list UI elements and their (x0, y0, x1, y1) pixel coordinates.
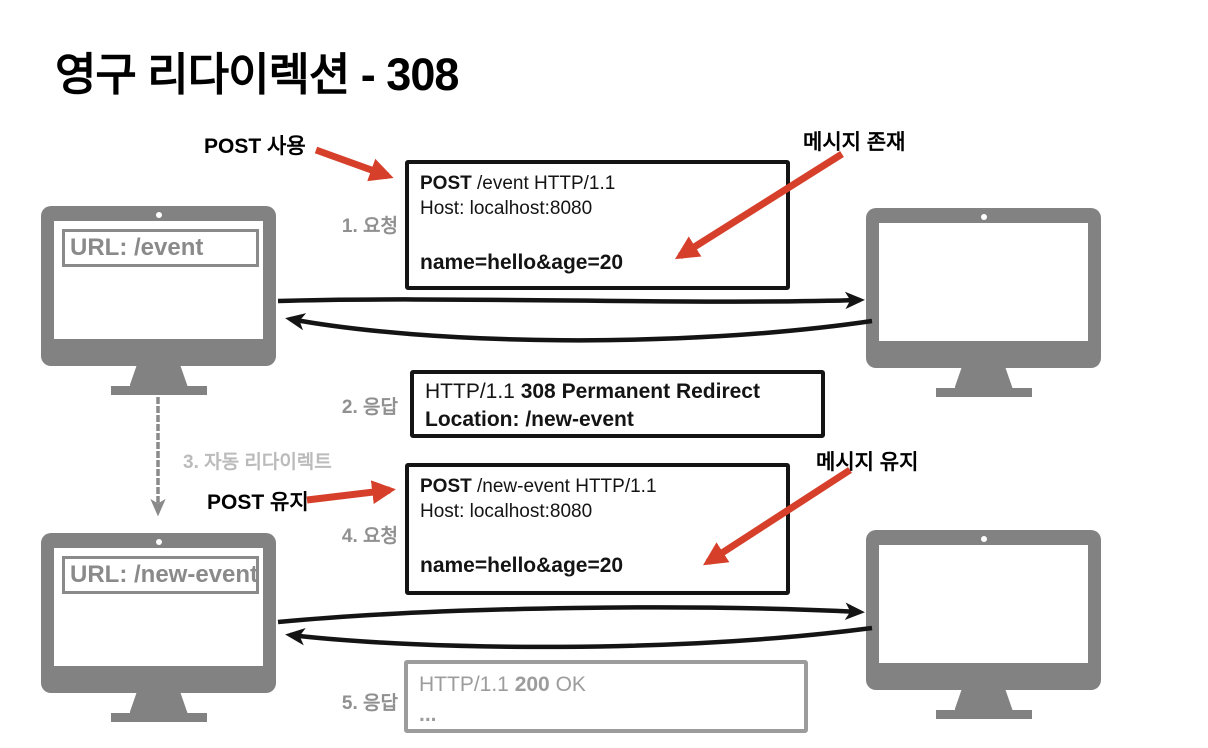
step-label-1-request: 1. 요청 (341, 216, 398, 237)
monitor-stand (129, 366, 188, 386)
monitor-bezel: URL: /new-event (41, 533, 276, 693)
step-label-3-auto-redirect: 3. 자동 리다이렉트 (183, 452, 332, 473)
url-bar: URL: /new-event (62, 556, 259, 594)
monitor-stand-base (935, 710, 1032, 719)
client-monitor-before: URL: /event (41, 206, 276, 395)
monitor-screen (879, 545, 1088, 663)
request-line: POST /event HTTP/1.1 (420, 173, 616, 194)
host-header: Host: localhost:8080 (420, 501, 593, 522)
monitor-bezel (866, 530, 1101, 690)
annotation-post-use: POST 사용 (204, 135, 306, 158)
monitor-stand (954, 368, 1013, 388)
annotation-message-exists: 메시지 존재 (803, 131, 906, 154)
http-response-308-box: HTTP/1.1 308 Permanent Redirect Location… (410, 370, 825, 438)
post-use-arrow (314, 146, 394, 182)
monitor-bezel (866, 208, 1101, 368)
http-response-200-box: HTTP/1.1 200 OK ... (404, 660, 808, 733)
step-label-4-request: 4. 요청 (341, 526, 398, 547)
camera-dot-icon (155, 539, 162, 545)
host-header: Host: localhost:8080 (420, 198, 593, 219)
status-line: HTTP/1.1 200 OK (419, 673, 586, 696)
annotation-message-keep: 메시지 유지 (816, 451, 919, 474)
server-monitor-bottom (866, 530, 1101, 719)
http-request-2-box: POST /new-event HTTP/1.1 Host: localhost… (405, 463, 790, 595)
step-label-2-response: 2. 응답 (341, 397, 398, 418)
http-request-1-box: POST /event HTTP/1.1 Host: localhost:808… (405, 160, 790, 290)
camera-dot-icon (155, 212, 162, 218)
page-title: 영구 리다이렉션 - 308 (55, 49, 459, 100)
monitor-stand (129, 693, 188, 713)
request-body: name=hello&age=20 (420, 554, 624, 577)
camera-dot-icon (980, 536, 987, 542)
response-arrow-top (285, 313, 873, 343)
step-label-5-response: 5. 응답 (341, 693, 398, 714)
post-keep-arrow (306, 480, 396, 504)
status-line: HTTP/1.1 308 Permanent Redirect (425, 380, 760, 403)
monitor-screen: URL: /event (54, 221, 263, 339)
monitor-screen (879, 223, 1088, 341)
monitor-stand-base (110, 386, 207, 395)
monitor-bezel: URL: /event (41, 206, 276, 366)
monitor-stand-base (110, 713, 207, 722)
camera-dot-icon (980, 214, 987, 220)
url-bar: URL: /event (62, 229, 259, 267)
request-body: name=hello&age=20 (420, 251, 624, 274)
annotation-post-keep: POST 유지 (207, 491, 309, 514)
monitor-stand-base (935, 388, 1032, 397)
monitor-stand (954, 690, 1013, 710)
request-line: POST /new-event HTTP/1.1 (420, 476, 657, 497)
request-arrow-top (277, 291, 865, 310)
client-monitor-after: URL: /new-event (41, 533, 276, 722)
response-body-ellipsis: ... (419, 703, 437, 726)
location-header: Location: /new-event (425, 408, 634, 431)
response-arrow-bottom (285, 625, 873, 650)
server-monitor-top (866, 208, 1101, 397)
request-arrow-bottom (277, 602, 865, 625)
monitor-screen: URL: /new-event (54, 548, 263, 666)
